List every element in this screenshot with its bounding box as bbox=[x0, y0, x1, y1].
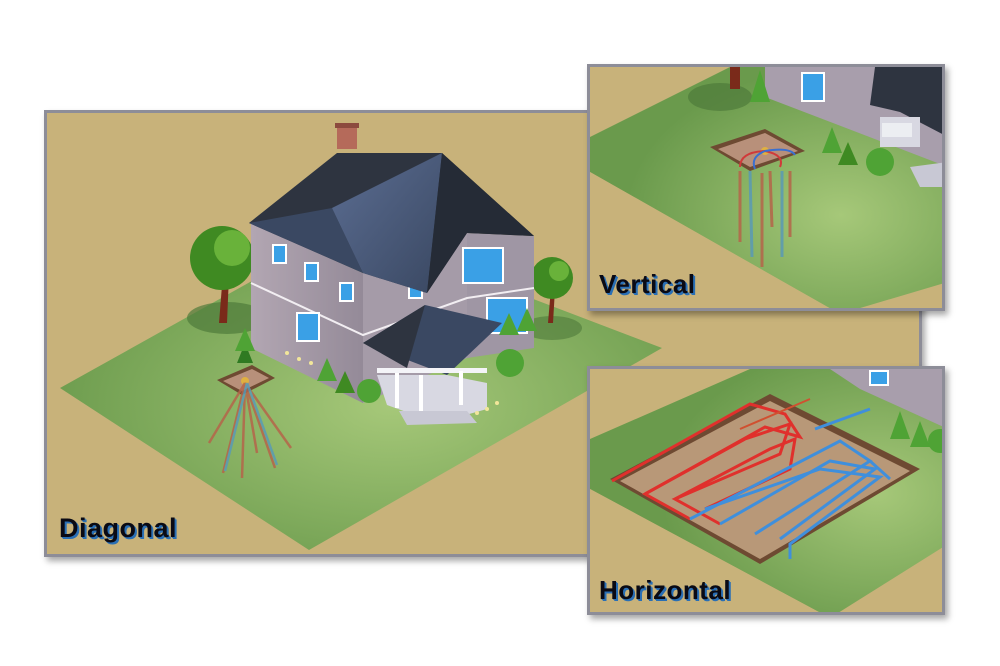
horizontal-label: Horizontal bbox=[599, 575, 732, 605]
vertical-illustration bbox=[590, 67, 942, 308]
house-icon bbox=[249, 123, 535, 425]
diagonal-loop-icon bbox=[207, 365, 293, 479]
vertical-label: Vertical bbox=[599, 269, 696, 299]
flowers-icon bbox=[285, 351, 499, 415]
tree-left-icon bbox=[190, 226, 254, 323]
horizontal-illustration bbox=[590, 369, 942, 612]
diagonal-illustration bbox=[60, 123, 662, 550]
horizontal-panel: Horizontal bbox=[587, 366, 945, 615]
shrubs-icon bbox=[235, 308, 537, 403]
tree-right-icon bbox=[531, 257, 573, 323]
diagonal-label: Diagonal bbox=[59, 513, 178, 543]
vertical-panel: Vertical bbox=[587, 64, 945, 311]
